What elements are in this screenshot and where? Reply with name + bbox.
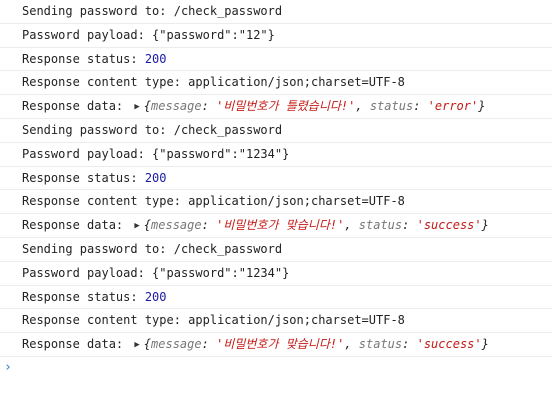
console-message: Sending password to: /check_password	[0, 238, 552, 262]
status-number: 200	[144, 289, 167, 304]
object-value-message: '비밀번호가 맞습니다!'	[216, 218, 345, 233]
object-key-message: message	[151, 218, 202, 233]
object-colon: :	[201, 337, 217, 352]
message-label: Response status:	[22, 51, 145, 66]
object-value-message: '비밀번호가 틀렸습니다!'	[216, 99, 356, 114]
console-message: Response status: 200	[0, 167, 552, 191]
object-brace-open: {	[143, 337, 152, 352]
object-key-message: message	[151, 99, 202, 114]
console-message: Sending password to: /check_password	[0, 119, 552, 143]
object-value-status: 'success'	[416, 337, 482, 352]
console-message: Response data: ▶{message: '비밀번호가 틀렸습니다!'…	[0, 95, 552, 119]
object-value-message: '비밀번호가 맞습니다!'	[216, 337, 345, 352]
console-message: Response status: 200	[0, 48, 552, 72]
message-label: Response data:	[22, 337, 131, 352]
object-colon: :	[402, 218, 417, 233]
object-brace-close: }	[481, 218, 489, 233]
console-message: Password payload: {"password":"1234"}	[0, 262, 552, 286]
object-colon: :	[413, 99, 428, 114]
message-text: Password payload: {"password":"1234"}	[22, 265, 290, 280]
object-colon: :	[201, 99, 217, 114]
object-key-status: status	[358, 218, 403, 233]
object-colon: :	[201, 218, 217, 233]
object-comma: ,	[344, 337, 359, 352]
message-text: Sending password to: /check_password	[22, 241, 283, 256]
message-text: Response content type: application/json;…	[22, 313, 405, 328]
console-message: Password payload: {"password":"1234"}	[0, 143, 552, 167]
expand-triangle-icon[interactable]: ▶	[134, 340, 140, 351]
object-value-status: 'success'	[416, 218, 482, 233]
chevron-right-icon: ›	[4, 359, 12, 375]
message-text: Password payload: {"password":"1234"}	[22, 146, 290, 161]
object-preview[interactable]: {message: '비밀번호가 틀렸습니다!', status: 'error…	[144, 99, 486, 113]
console-message: Sending password to: /check_password	[0, 0, 552, 24]
object-brace-open: {	[143, 99, 152, 114]
object-preview[interactable]: {message: '비밀번호가 맞습니다!', status: 'succes…	[144, 218, 489, 232]
console-message: Response status: 200	[0, 286, 552, 310]
console-message: Response content type: application/json;…	[0, 309, 552, 334]
object-preview[interactable]: {message: '비밀번호가 맞습니다!', status: 'succes…	[144, 337, 489, 351]
console-prompt[interactable]: ›	[0, 357, 552, 379]
status-number: 200	[144, 170, 167, 185]
object-value-status: 'error'	[427, 99, 479, 114]
object-brace-close: }	[478, 99, 486, 114]
console-message: Response content type: application/json;…	[0, 71, 552, 96]
expand-triangle-icon[interactable]: ▶	[134, 221, 140, 232]
object-key-message: message	[151, 337, 202, 352]
message-text: Sending password to: /check_password	[22, 4, 283, 18]
object-key-status: status	[358, 337, 403, 352]
message-label: Response status:	[22, 170, 145, 185]
message-label: Response data:	[22, 218, 131, 233]
console-message: Response data: ▶{message: '비밀번호가 맞습니다!',…	[0, 333, 552, 357]
message-text: Response content type: application/json;…	[22, 75, 405, 90]
console-message: Response content type: application/json;…	[0, 190, 552, 215]
object-brace-open: {	[143, 218, 152, 233]
message-text: Response content type: application/json;…	[22, 194, 405, 209]
message-text: Sending password to: /check_password	[22, 122, 283, 137]
status-number: 200	[144, 51, 167, 66]
message-label: Response data:	[22, 99, 131, 114]
object-brace-close: }	[481, 337, 489, 352]
object-colon: :	[402, 337, 417, 352]
message-label: Response status:	[22, 289, 145, 304]
object-comma: ,	[344, 218, 359, 233]
console-message: Response data: ▶{message: '비밀번호가 맞습니다!',…	[0, 214, 552, 238]
message-text: Password payload: {"password":"12"}	[22, 27, 275, 42]
console-message: Password payload: {"password":"12"}	[0, 24, 552, 48]
expand-triangle-icon[interactable]: ▶	[134, 102, 140, 113]
object-key-status: status	[369, 99, 414, 114]
object-comma: ,	[355, 99, 370, 114]
